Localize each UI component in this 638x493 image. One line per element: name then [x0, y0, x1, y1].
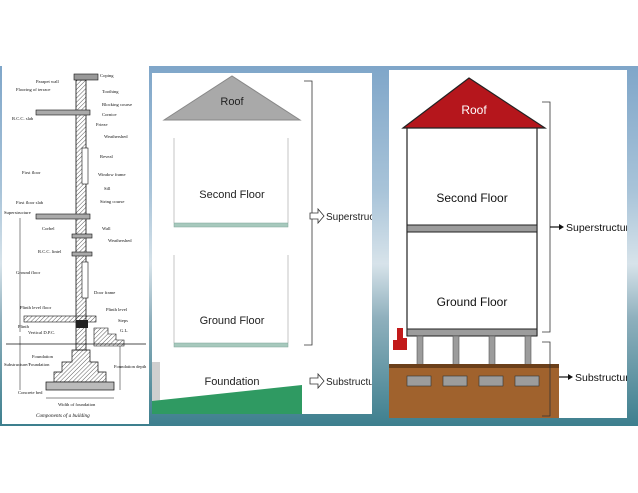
label-window-frame: Window frame [98, 172, 126, 177]
roof-label-colored: Roof [461, 103, 487, 117]
label-wall: Wall [102, 226, 111, 231]
entrance-step [393, 328, 407, 350]
label-concrete-bed: Concrete bed [18, 390, 43, 395]
label-sill: Sill [104, 186, 111, 191]
label-frieze: Frieze [96, 122, 107, 127]
label-parapet-wall: Parapet wall [36, 79, 60, 84]
ground-floor-label: Ground Floor [200, 315, 265, 327]
label-substructure-foundation: Substructure/Foundation [4, 362, 50, 367]
label-flooring-of-terrace: Flooring of terrace [16, 87, 50, 92]
superstructure-label-colored: Superstructure [566, 222, 627, 234]
ground-floor-slab [173, 342, 289, 348]
soil-ground [389, 366, 559, 418]
substructure-label-colored: Substructure [575, 372, 627, 384]
substructure-arrow-icon [309, 372, 325, 390]
label-blocking-course: Blocking course [102, 102, 132, 107]
label-weathershed-top: Weathershed [104, 134, 128, 139]
label-first-floor: First floor [22, 170, 41, 175]
label-vertical-dpc: Vertical D.P.C. [28, 330, 55, 335]
roof-label: Roof [220, 96, 244, 108]
label-rcc-slab: R.C.C. slab [12, 116, 34, 121]
label-corbel: Corbel [42, 226, 55, 231]
label-foundation: Foundation [32, 354, 54, 359]
roof-red [401, 77, 548, 129]
label-weathershed-bottom: Weathershed [108, 238, 132, 243]
label-door-frame: Door frame [94, 290, 115, 295]
second-floor-slab [173, 222, 289, 228]
substructure-arrow-icon-colored [568, 374, 573, 380]
superstructure-bracket-colored [542, 101, 551, 333]
label-superstructure-section: Superstructure [4, 210, 31, 215]
label-width-of-foundation: Width of foundation [58, 402, 96, 407]
simple-building-diagram: Roof Second Floor Ground Floor Foundatio… [152, 73, 372, 414]
substructure-bracket-colored [542, 341, 551, 417]
substructure-label: Substructure [326, 377, 372, 388]
label-reveal: Reveal [100, 154, 113, 159]
superstructure-label: Superstructure [326, 212, 372, 223]
label-plinth: Plinth [18, 324, 30, 329]
second-floor-label: Second Floor [199, 189, 265, 201]
label-plinth-level: Plinth level [106, 307, 128, 312]
foundation-label: Foundation [204, 376, 259, 388]
second-floor-slab-gray [406, 224, 538, 233]
foundation-green [152, 385, 302, 414]
label-ground-floor: Ground floor [16, 270, 41, 275]
ground-floor-slab-gray [406, 328, 538, 337]
label-toothing: Toothing [102, 89, 119, 94]
label-gl: G.L. [120, 328, 128, 333]
label-plinth-level-floor: Plinth level floor [20, 305, 52, 310]
ground-floor-label-colored: Ground Floor [437, 295, 508, 309]
label-string-course: String course [100, 199, 124, 204]
superstructure-arrow-icon [309, 207, 325, 225]
label-first-floor-slab: First floor slab [16, 200, 44, 205]
technical-section-drawing: Coping Parapet wall Flooring of terrace … [2, 66, 149, 424]
second-floor-label-colored: Second Floor [436, 191, 507, 205]
drawing-caption: Components of a building [36, 412, 90, 419]
colored-building-diagram: Roof Second Floor Ground Floor Superstru… [389, 70, 627, 418]
roof-gray [162, 75, 302, 121]
label-steps: Steps [118, 318, 128, 323]
label-coping: Coping [100, 73, 114, 78]
label-foundation-depth: Foundation depth [114, 364, 147, 369]
superstructure-arrow-icon-colored [559, 224, 564, 230]
label-cornice: Cornice [102, 112, 117, 117]
label-rcc-lintel: R.C.C. lintel [38, 249, 62, 254]
